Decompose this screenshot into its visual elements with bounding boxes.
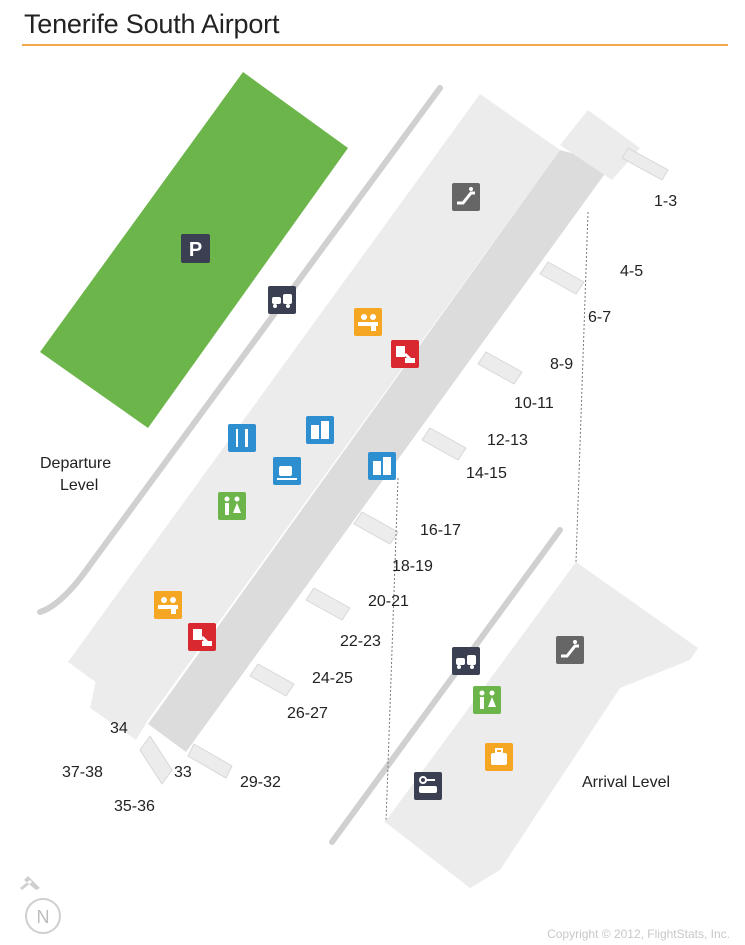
gate-label[interactable]: 12-13 (487, 432, 528, 449)
departure-road (37, 85, 443, 615)
gate-label[interactable]: 18-19 (392, 558, 433, 575)
departure-level-label-1: Departure (40, 455, 111, 472)
gate-label[interactable]: 6-7 (588, 309, 611, 326)
arrival-level-label: Arrival Level (582, 774, 670, 791)
connector-line-2 (385, 477, 399, 823)
gate-label[interactable]: 1-3 (654, 193, 677, 210)
north-gate-pier (560, 110, 640, 180)
gate-label[interactable]: 35-36 (114, 798, 155, 815)
gate-label[interactable]: 8-9 (550, 356, 573, 373)
gate-label[interactable]: 37-38 (62, 764, 103, 781)
restaurant-icon[interactable] (228, 424, 256, 452)
connector-line-1 (575, 211, 589, 563)
departure-level-label-2: Level (60, 477, 98, 494)
gate-label[interactable]: 4-5 (620, 263, 643, 280)
gate-label[interactable]: 16-17 (420, 522, 461, 539)
arrival-road (329, 527, 563, 845)
gate-label[interactable]: 34 (110, 720, 128, 737)
arrival-terminal (385, 562, 698, 888)
page-title: Tenerife South Airport (24, 9, 280, 39)
compass-north-label: N (37, 907, 50, 927)
parking-icon-label: P (189, 239, 202, 261)
gate-label[interactable]: 33 (174, 764, 192, 781)
jetways (139, 147, 669, 785)
compass: N (25, 898, 61, 934)
escalator-icon[interactable] (452, 183, 480, 211)
copyright: Copyright © 2012, FlightStats, Inc. (547, 927, 730, 941)
escalator-icon[interactable] (556, 636, 584, 664)
gate-label[interactable]: 29-32 (240, 774, 281, 791)
check-in-icon[interactable] (154, 591, 182, 619)
shops-icon[interactable] (306, 416, 334, 444)
restroom-icon[interactable] (218, 492, 246, 520)
gate-label[interactable]: 14-15 (466, 465, 507, 482)
gate-label[interactable]: 20-21 (368, 593, 409, 610)
departure-concourse (148, 150, 612, 752)
parking-icon[interactable]: P (181, 234, 210, 263)
passport-control-icon[interactable] (188, 623, 216, 651)
plane-icon (20, 876, 40, 890)
baggage-claim-icon[interactable] (485, 743, 513, 771)
cafe-icon[interactable] (273, 457, 301, 485)
passport-control-icon[interactable] (391, 340, 419, 368)
gate-label[interactable]: 24-25 (312, 670, 353, 687)
gate-label[interactable]: 26-27 (287, 705, 328, 722)
shops-icon[interactable] (368, 452, 396, 480)
taxi-bus-icon[interactable] (452, 647, 480, 675)
check-in-icon[interactable] (354, 308, 382, 336)
south-gate-pier (90, 680, 148, 740)
title-divider (22, 44, 728, 46)
taxi-bus-icon[interactable] (268, 286, 296, 314)
gate-label[interactable]: 10-11 (514, 395, 554, 412)
car-rental-icon[interactable] (414, 772, 442, 800)
restroom-icon[interactable] (473, 686, 501, 714)
gate-label[interactable]: 22-23 (340, 633, 381, 650)
